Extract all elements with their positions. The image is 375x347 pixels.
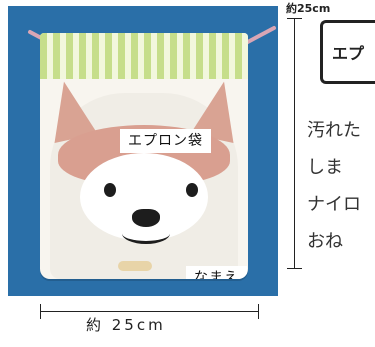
drawstring-bag: エプロン袋 なまえ	[40, 33, 248, 279]
dog-eye-right	[186, 183, 198, 197]
title-box	[320, 20, 375, 84]
height-measure-line	[294, 18, 295, 268]
name-label: なまえ	[186, 266, 247, 279]
width-tick-right	[258, 304, 259, 319]
height-label: 約25cm	[286, 2, 331, 15]
bag-label: エプロン袋	[120, 129, 211, 153]
description-line-3: ナイロ	[307, 194, 361, 215]
title-text: エプ	[332, 44, 365, 63]
width-label: 約 25cm	[86, 316, 166, 334]
dog-eye-left	[104, 183, 116, 197]
product-photo: エプロン袋 なまえ	[8, 6, 278, 296]
dog-mouth	[122, 223, 170, 244]
height-tick-bottom	[287, 268, 302, 269]
description-line-4: おね	[307, 231, 343, 252]
description-line-1: 汚れた	[307, 120, 361, 141]
width-measure-line	[40, 311, 258, 312]
description-line-2: しま	[307, 157, 343, 178]
green-stripe-band	[40, 33, 248, 79]
bone-icon	[118, 261, 152, 271]
